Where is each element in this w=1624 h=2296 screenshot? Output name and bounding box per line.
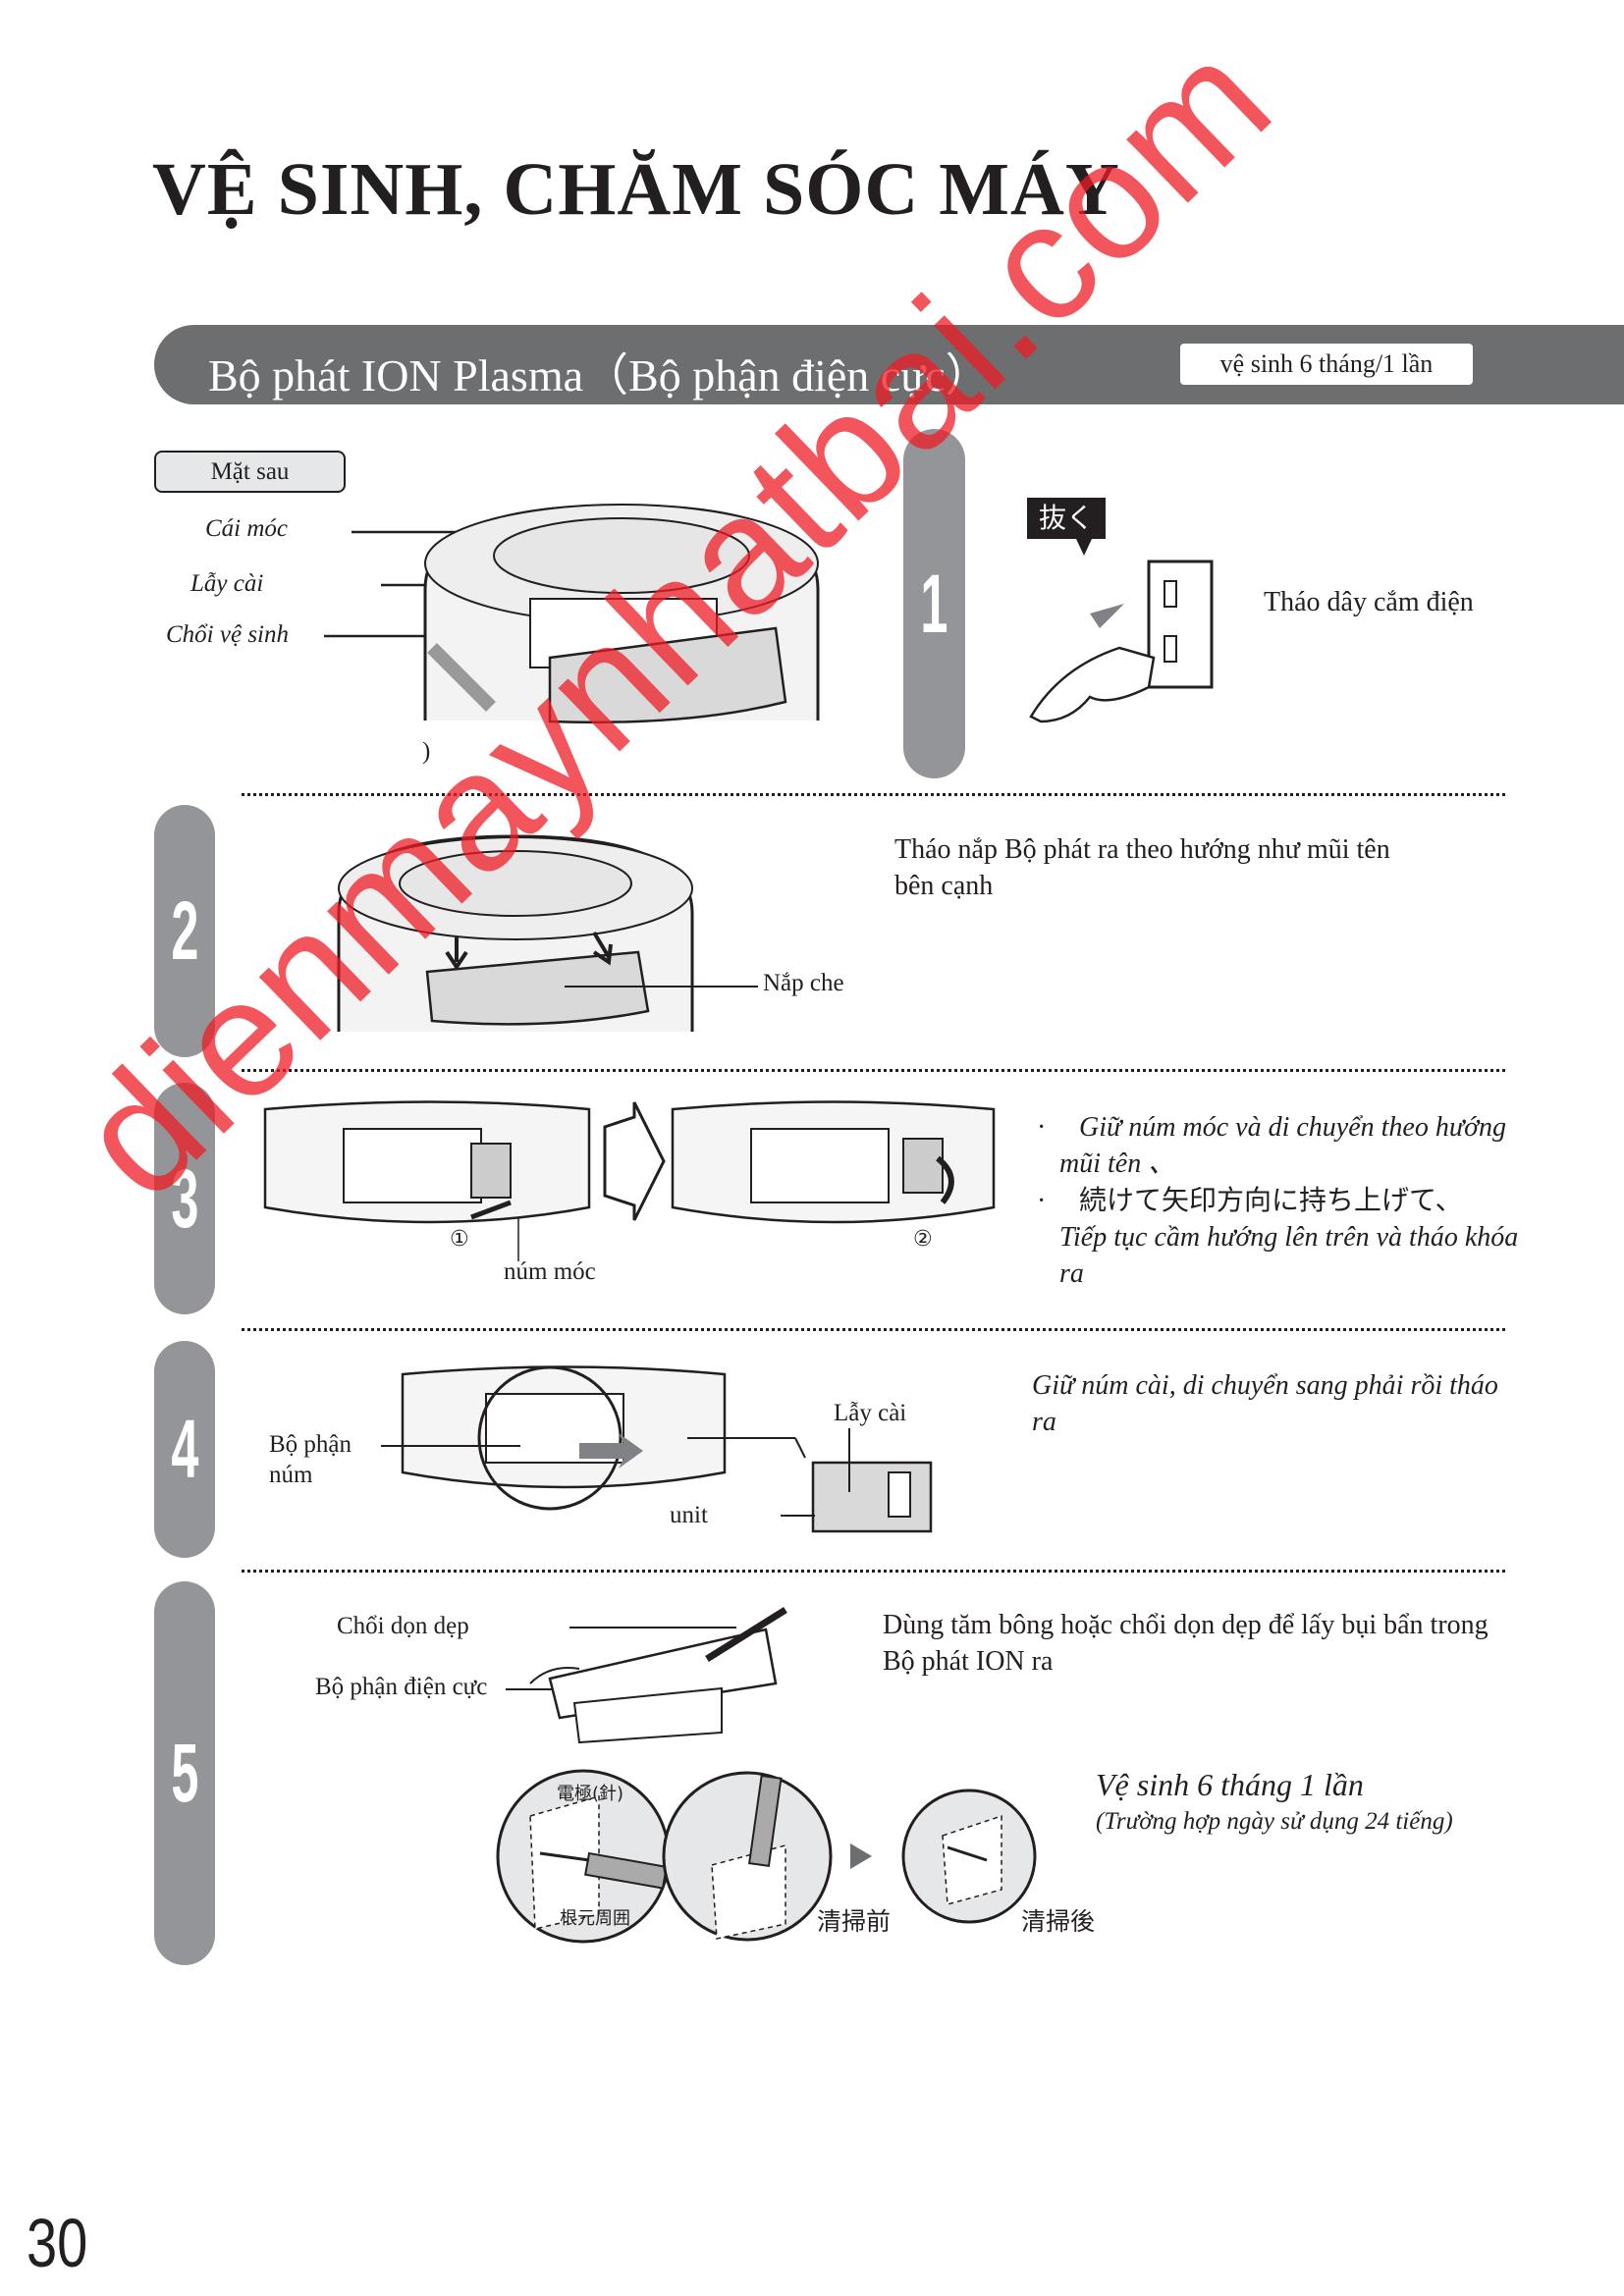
cleaning-frequency-note: Vệ sinh 6 tháng 1 lần [1096,1767,1364,1802]
step-1-text: Tháo dây cắm điện [1264,587,1474,617]
divider [242,1069,1505,1072]
text-line: Tiếp tục cầm hướng lên trên và tháo khóa [1059,1222,1519,1253]
callout-electrode-part: Bộ phận điện cực [315,1674,488,1700]
text-line: ra [1059,1258,1084,1289]
callout-hook: Cái móc [205,515,289,542]
section-title: Bộ phát ION Plasma（Bộ phận điện cực） [208,350,991,400]
callout-latch: Lẫy cài [834,1400,907,1426]
text-line: Bộ phát ION ra [883,1646,1054,1677]
label-base-area: 根元周囲 [560,1908,630,1929]
divider [242,793,1505,796]
step-2-text-line: bên cạnh [894,871,994,901]
text-line: mũi tên 、 [1059,1148,1176,1179]
text-line: Giữ núm cài, di chuyển sang phải rồi thá… [1032,1370,1498,1401]
page-title: VỆ SINH, CHĂM SÓC MÁY [152,148,1120,231]
label-before-cleaning: 清掃前 [817,1907,892,1936]
unplug-tag: 抜く [1027,498,1106,539]
cleaning-frequency-subnote: (Trường hợp ngày sử dụng 24 tiếng) [1096,1808,1453,1835]
step-4-text: Giữ núm cài, di chuyển sang phải rồi thá… [1032,1367,1498,1440]
step-3-bullet-1: ·Giữ núm móc và di chuyển theo hướng [1037,1112,1507,1143]
step-1-badge: 1 [903,429,965,778]
label-electrode: 電極(針) [557,1784,624,1804]
callout-knob-part: Bộ phận [269,1431,352,1458]
step-3-badge: 3 [154,1083,215,1314]
frequency-badge: vệ sinh 6 tháng/1 lần [1180,344,1473,385]
step-3-bullet-2: ·続けて矢印方向に持ち上げて、 [1037,1184,1463,1216]
step-2-text: Tháo nắp Bộ phát ra theo hướng như mũi t… [894,831,1390,904]
label-after-cleaning: 清掃後 [1021,1907,1096,1936]
callout-cleaning-brush: Chổi dọn dẹp [337,1613,469,1639]
callout-latch: Lẫy cài [190,570,264,597]
marker-1: ① [450,1227,469,1252]
callout-cleaning-brush: Chổi vệ sinh [166,621,289,648]
step-5-badge: 5 [154,1581,215,1965]
callout-cover: Nắp che [763,970,844,996]
step-5-text: Dùng tăm bông hoặc chổi dọn dẹp để lấy b… [883,1607,1489,1680]
callout-knob-part-2: núm [269,1462,313,1488]
rear-view-label: Mặt sau [154,451,346,493]
step-2-badge: 2 [154,805,215,1057]
step-2-text-line: Tháo nắp Bộ phát ra theo hướng như mũi t… [894,834,1390,865]
step-4-badge: 4 [154,1341,215,1558]
divider [242,1570,1505,1573]
text-line: 続けて矢印方向に持ち上げて、 [1079,1184,1463,1216]
divider [242,1328,1505,1331]
callout-unit: unit [670,1502,708,1528]
page-number: 30 [27,2205,88,2281]
step-3-text: ·Giữ núm móc và di chuyển theo hướng mũi… [1037,1109,1587,1292]
stray-mark: ) [422,738,431,765]
marker-2: ② [913,1227,933,1252]
text-line: ra [1032,1407,1056,1437]
text-line: Dùng tăm bông hoặc chổi dọn dẹp để lấy b… [883,1610,1489,1640]
text-line: Giữ núm móc và di chuyển theo hướng [1079,1112,1507,1143]
callout-hook-knob: núm móc [504,1258,596,1285]
